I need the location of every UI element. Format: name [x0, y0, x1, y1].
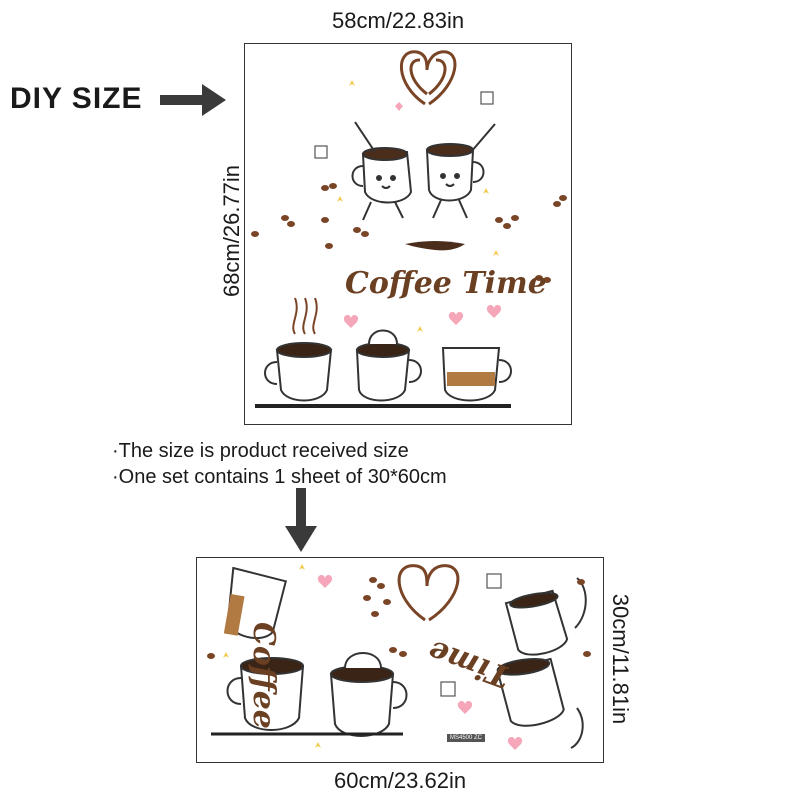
heart-steam-icon	[400, 50, 457, 106]
note-set: ·One set contains 1 sheet of 30*60cm	[112, 466, 447, 488]
arrow-down-icon	[285, 488, 317, 552]
sku-tag: MS4500 ZC	[447, 734, 486, 742]
dancing-cups-illustration	[351, 121, 496, 221]
note-size: ·The size is product received size	[112, 440, 409, 462]
coffee-beans	[251, 183, 567, 283]
top-sticker-sheet: Coffee Time	[244, 43, 572, 425]
bottom-sheet-artwork	[207, 564, 591, 750]
coffee-time-title: Coffee Time	[345, 266, 547, 301]
bottom-width-label: 60cm/23.62in	[334, 768, 467, 793]
bottom-sticker-sheet: Coffee Time MS4500 ZC	[196, 557, 604, 763]
three-cups-illustration	[255, 297, 512, 408]
top-height-label: 68cm/26.77in	[219, 164, 244, 298]
diy-size-label: DIY SIZE	[10, 82, 143, 115]
arrow-right-icon	[160, 84, 226, 116]
top-width-label: 58cm/22.83in	[332, 8, 465, 33]
top-sheet-artwork	[251, 50, 567, 408]
coffee-beans-bottom	[207, 577, 591, 659]
bottom-height-label: 30cm/11.81in	[608, 593, 633, 725]
coffee-vertical-word: Coffee	[246, 622, 281, 729]
